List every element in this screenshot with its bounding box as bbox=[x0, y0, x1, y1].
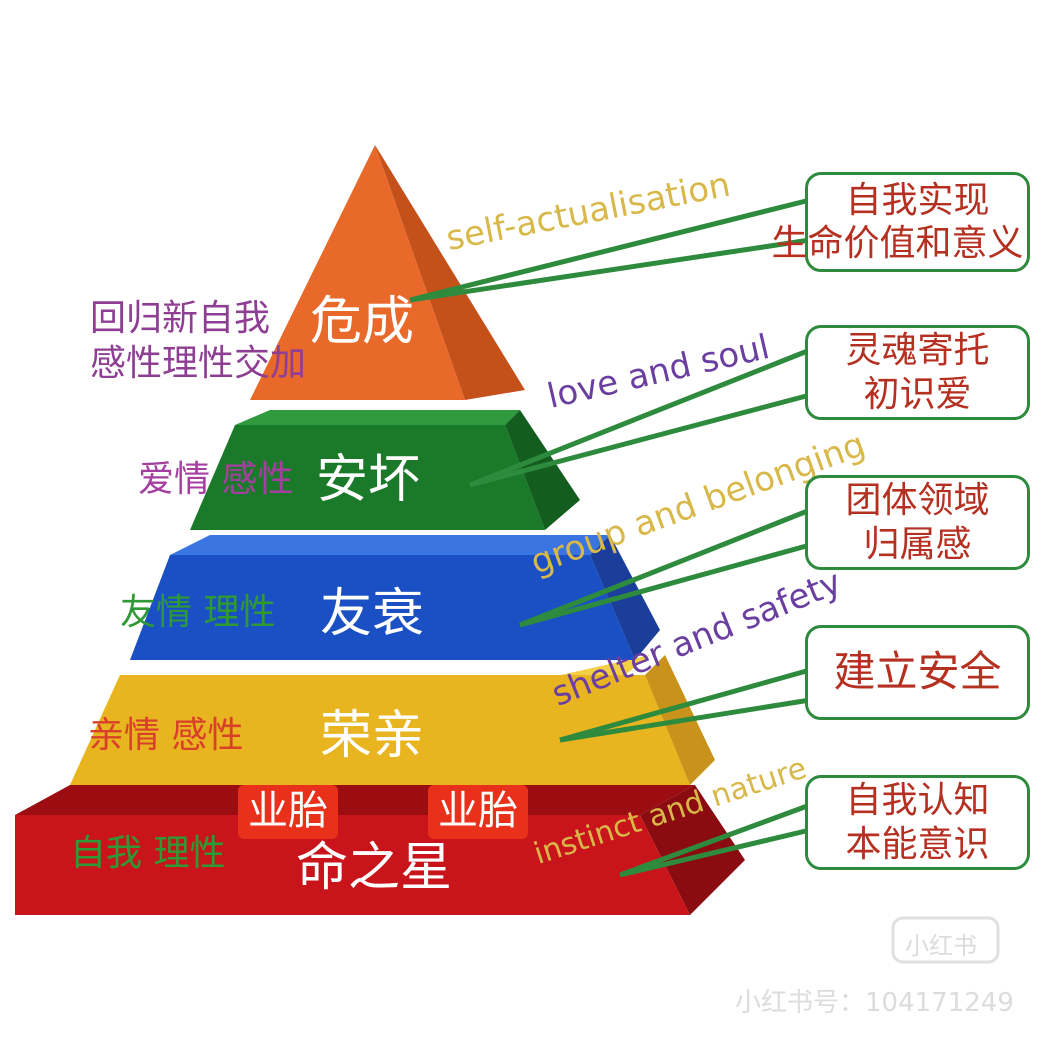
level-1-side-label: 回归新自我 感性理性交加 bbox=[90, 298, 307, 384]
level-1-title: 危成 bbox=[310, 292, 415, 352]
connector-line-2 bbox=[469, 347, 811, 488]
level-4-title: 荣亲 bbox=[320, 706, 425, 766]
callout-5-line-2: 本能意识 bbox=[845, 823, 990, 865]
watermark-id: 小红书号：104171249 bbox=[735, 988, 1014, 1018]
watermark-logo: 小红书 bbox=[905, 932, 977, 960]
connector-line-4 bbox=[559, 667, 811, 743]
watermark-logo-box bbox=[891, 916, 1000, 964]
connector-line-3b bbox=[519, 542, 811, 628]
callout-box-3: 团体领域 归属感 bbox=[805, 475, 1030, 570]
connector-line-2b bbox=[469, 392, 811, 488]
connector-line-5 bbox=[619, 802, 811, 878]
level-2-title: 安坏 bbox=[316, 450, 421, 510]
callout-2-line-2: 初识爱 bbox=[863, 373, 972, 415]
callout-box-1: 自我实现 生命价值和意义 bbox=[771, 172, 1030, 272]
connector-lines bbox=[409, 197, 811, 878]
callout-3-line-1: 团体领域 bbox=[845, 480, 990, 522]
callout-1-line-1: 自我实现 bbox=[845, 179, 990, 221]
level-4-side-label: 亲情 感性 bbox=[88, 715, 244, 756]
level-2-side-label: 爱情 感性 bbox=[138, 459, 294, 500]
level-3-title: 友衰 bbox=[320, 584, 425, 644]
badge-right: 业胎 bbox=[428, 785, 528, 839]
connector-line-1b bbox=[409, 237, 811, 303]
callout-2-line-1: 灵魂寄托 bbox=[845, 330, 990, 372]
callout-box-5: 自我认知 本能意识 bbox=[805, 775, 1030, 870]
pyramid-tier-2 bbox=[190, 410, 580, 530]
callout-box-2: 灵魂寄托 初识爱 bbox=[805, 325, 1030, 420]
callout-1-line-2: 生命价值和意义 bbox=[771, 223, 1024, 264]
level-5-side-label: 自我 理性 bbox=[70, 833, 226, 874]
pyramid-tier-4 bbox=[70, 655, 715, 785]
level-5-title: 命之星 bbox=[296, 838, 453, 898]
level-3-side-label: 友情 理性 bbox=[120, 592, 276, 633]
callout-4-line-1: 建立安全 bbox=[833, 647, 1002, 697]
connector-line-1 bbox=[409, 197, 811, 303]
pyramid-tier-1 bbox=[250, 145, 525, 400]
callout-box-4: 建立安全 bbox=[805, 625, 1030, 720]
connector-line-5b bbox=[619, 827, 811, 878]
connector-line-4b bbox=[559, 697, 811, 743]
callout-3-line-2: 归属感 bbox=[863, 523, 972, 565]
callout-5-line-1: 自我认知 bbox=[845, 780, 990, 822]
badge-left: 业胎 bbox=[238, 785, 338, 839]
connector-line-3 bbox=[519, 507, 811, 628]
